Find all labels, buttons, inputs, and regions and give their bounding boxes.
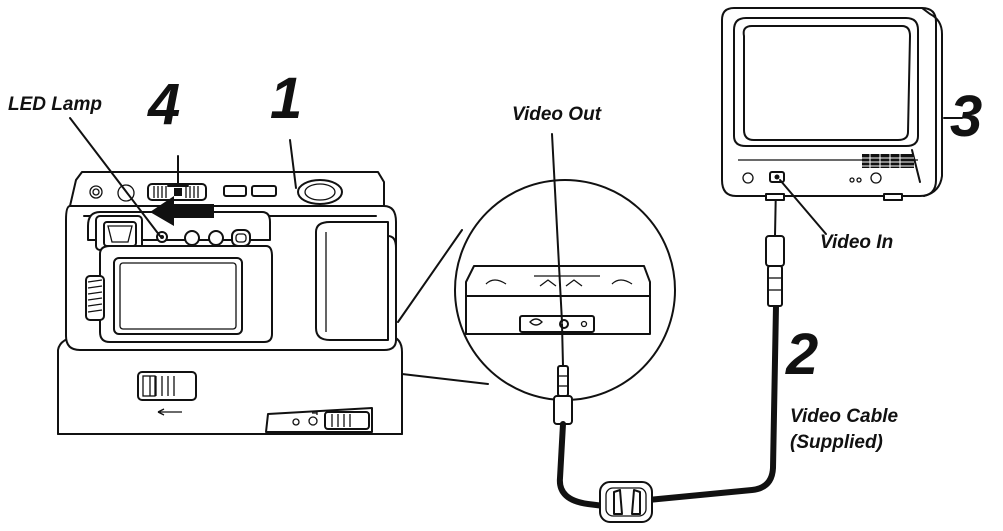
label-video-cable: Video Cable (790, 406, 899, 427)
side-grip (85, 275, 105, 321)
callout-number-3: 3 (950, 84, 983, 149)
camera (65, 171, 397, 351)
label-video-out: Video Out (512, 104, 602, 125)
cradle-lever-ridges (149, 376, 175, 396)
video-in-leader (779, 179, 827, 235)
label-video-in: Video In (820, 232, 894, 253)
label-video-cable-supplied: (Supplied) (790, 432, 883, 453)
led-lamp-leader (69, 117, 161, 237)
callout-1-leader (289, 139, 297, 189)
television (721, 7, 943, 201)
callout-number-2: 2 (786, 322, 819, 387)
magnifier (397, 179, 676, 401)
video-cable (551, 133, 785, 523)
camera-cradle (57, 335, 403, 435)
callout-4-bracket (167, 155, 189, 187)
slide-direction-arrow (150, 196, 214, 226)
speaker-grille (862, 154, 914, 168)
label-led-lamp: LED Lamp (8, 94, 102, 115)
callout-number-4: 4 (148, 72, 181, 137)
callout-number-1: 1 (270, 66, 303, 131)
mode-switch-ridges (153, 186, 199, 198)
